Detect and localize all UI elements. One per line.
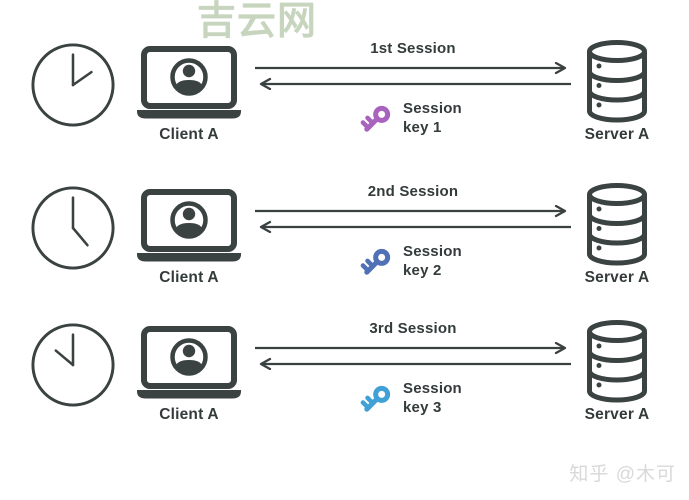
session-key-label: Session key 1: [403, 99, 462, 137]
user-shoulders: [175, 223, 203, 238]
laptop-base: [137, 253, 241, 262]
server-database-icon: [587, 183, 647, 266]
request-response-arrows: [255, 342, 571, 370]
arrowhead-right: [554, 342, 567, 355]
client-laptop-icon: [137, 326, 241, 399]
arrowhead-right: [554, 62, 567, 75]
clock-hour-hand: [54, 349, 75, 367]
client-label: Client A: [159, 269, 219, 286]
clock-icon: [31, 43, 115, 127]
session-key-label-line1: Session: [403, 380, 462, 397]
session-title: 2nd Session: [367, 183, 459, 200]
session-title: 1st Session: [370, 40, 456, 57]
arrowhead-right: [554, 205, 567, 218]
server-label: Server A: [584, 406, 650, 423]
user-shoulders: [175, 80, 203, 95]
server-database-icon: [587, 320, 647, 403]
user-head: [182, 344, 196, 358]
request-response-arrows: [255, 62, 571, 90]
arrowhead-left: [259, 77, 272, 90]
session-row-2: Client A 2nd Session Session key 2: [0, 143, 689, 293]
site-watermark: 吉云网: [197, 0, 318, 43]
arrowhead-left: [259, 220, 272, 233]
session-key-icon: [360, 248, 391, 275]
request-response-arrows: [255, 205, 571, 233]
clock-icon: [31, 186, 115, 270]
session-key-label-line2: key 1: [403, 119, 442, 136]
user-shoulders: [175, 360, 203, 375]
laptop-base: [137, 390, 241, 399]
session-key-label-line1: Session: [403, 100, 462, 117]
session-key-label: Session key 2: [403, 242, 462, 280]
session-key-label: Session key 3: [403, 379, 462, 417]
server-database-icon: [587, 40, 647, 123]
session-row-3: Client A 3rd Session Session key 3: [0, 280, 689, 430]
user-head: [182, 64, 196, 78]
clock-hour-hand: [71, 70, 93, 87]
client-laptop-icon: [137, 46, 241, 119]
server-label: Server A: [584, 269, 650, 286]
zhihu-credit-watermark: 知乎 @木可: [569, 464, 676, 485]
session-key-label-line2: key 2: [403, 262, 442, 279]
arrowhead-left: [259, 357, 272, 370]
server-label: Server A: [584, 126, 650, 143]
session-key-icon: [360, 105, 391, 132]
session-title: 3rd Session: [369, 320, 457, 337]
client-label: Client A: [159, 126, 219, 143]
session-key-label-line2: key 3: [403, 399, 442, 416]
laptop-base: [137, 110, 241, 119]
clock-hour-hand: [71, 226, 89, 247]
client-laptop-icon: [137, 189, 241, 262]
client-label: Client A: [159, 406, 219, 423]
session-key-label-line1: Session: [403, 243, 462, 260]
user-head: [182, 207, 196, 221]
session-key-icon: [360, 385, 391, 412]
clock-icon: [31, 323, 115, 407]
session-row-1: Client A 1st Session Session key 1: [0, 0, 689, 150]
